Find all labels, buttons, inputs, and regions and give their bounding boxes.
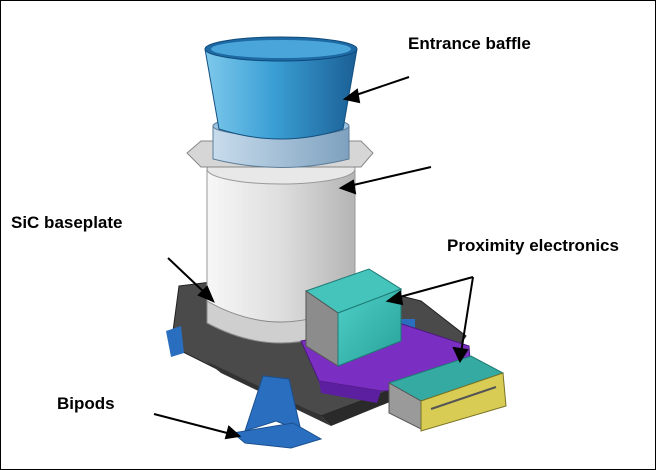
arrow-tube-head (338, 179, 357, 195)
label-proximity-electronics: Proximity electronics (447, 236, 619, 255)
proximity-box-1-side (337, 288, 402, 367)
label-entrance-baffle: Entrance baffle (408, 34, 531, 53)
arrow-prox-box1-line (395, 276, 474, 299)
arrow-prox-box2-line (460, 276, 474, 354)
bipod-left (166, 326, 184, 357)
arrow-sic-baseplate-head (197, 285, 215, 303)
arrow-entrance-baffle-head (342, 88, 361, 104)
arrow-entrance-baffle-line (352, 76, 410, 97)
entrance-baffle-opening (211, 40, 351, 58)
electronics-support-front (319, 381, 381, 403)
label-bipods: Bipods (57, 394, 115, 413)
arrow-prox-box1-head (385, 290, 404, 306)
arrow-bipods-head (224, 425, 242, 440)
proximity-box-2-side (420, 372, 507, 432)
arrow-sic-baseplate-line (167, 257, 207, 295)
arrow-bipods-line (153, 413, 232, 435)
label-sic-baseplate: SiC baseplate (11, 213, 123, 232)
arrow-prox-box2-head (452, 346, 469, 364)
connector-detail (430, 386, 497, 410)
bipod-foot (231, 422, 323, 449)
entrance-baffle (204, 48, 358, 140)
arrow-tube-line (348, 166, 432, 187)
